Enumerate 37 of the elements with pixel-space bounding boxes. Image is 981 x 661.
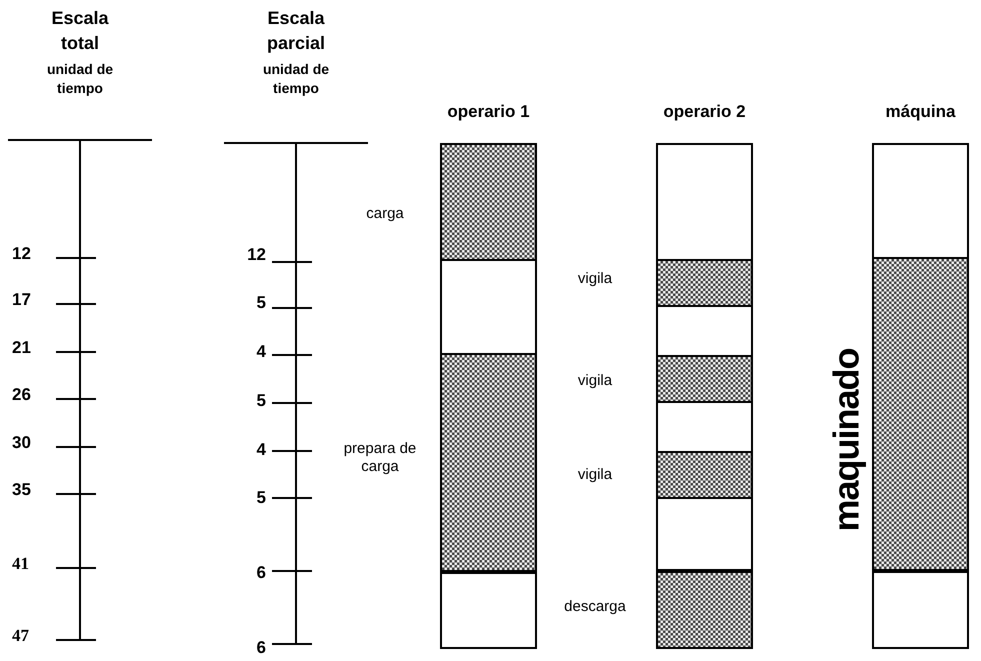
tick-label: 6 (256, 563, 266, 583)
activity-label: maquinado (826, 348, 866, 532)
hatched-segment (658, 453, 751, 499)
activity-label: descarga (563, 598, 627, 616)
hatched-segment (442, 145, 535, 261)
tick-label: 26 (12, 385, 31, 405)
tick-label: 35 (12, 480, 31, 500)
hatched-segment (874, 259, 967, 571)
tick-label: 47 (12, 626, 29, 646)
activity-label: prepara de carga (342, 440, 418, 476)
tick-label: 4 (256, 342, 266, 362)
activity-label: vigila (576, 270, 614, 288)
column-heading: máquina (884, 101, 956, 123)
tick-label: 12 (247, 245, 266, 265)
scale-subtitle: unidad de tiempo (262, 60, 330, 98)
hatched-segment (658, 261, 751, 307)
tick-label: 4 (256, 440, 266, 460)
tick-label: 41 (12, 554, 29, 574)
scale-title: Escala total (50, 7, 110, 55)
hatched-segment (658, 571, 751, 649)
scale-title: Escala parcial (266, 7, 326, 55)
activity-label: vigila (576, 372, 614, 390)
tick-label: 12 (12, 244, 31, 264)
scale-subtitle: unidad de tiempo (46, 60, 114, 98)
tick-label: 17 (12, 290, 31, 310)
tick-label: 6 (256, 638, 266, 658)
column-heading: operario 2 (662, 101, 747, 123)
tick-label: 21 (12, 338, 31, 358)
tick-label: 30 (12, 433, 31, 453)
activity-label: vigila (576, 466, 614, 484)
hatched-segment (442, 355, 535, 572)
tick-label: 5 (256, 488, 266, 508)
column-heading: operario 1 (446, 101, 531, 123)
tick-label: 5 (256, 391, 266, 411)
tick-label: 5 (256, 293, 266, 313)
activity-label: carga (365, 205, 405, 223)
hatched-segment (658, 357, 751, 403)
